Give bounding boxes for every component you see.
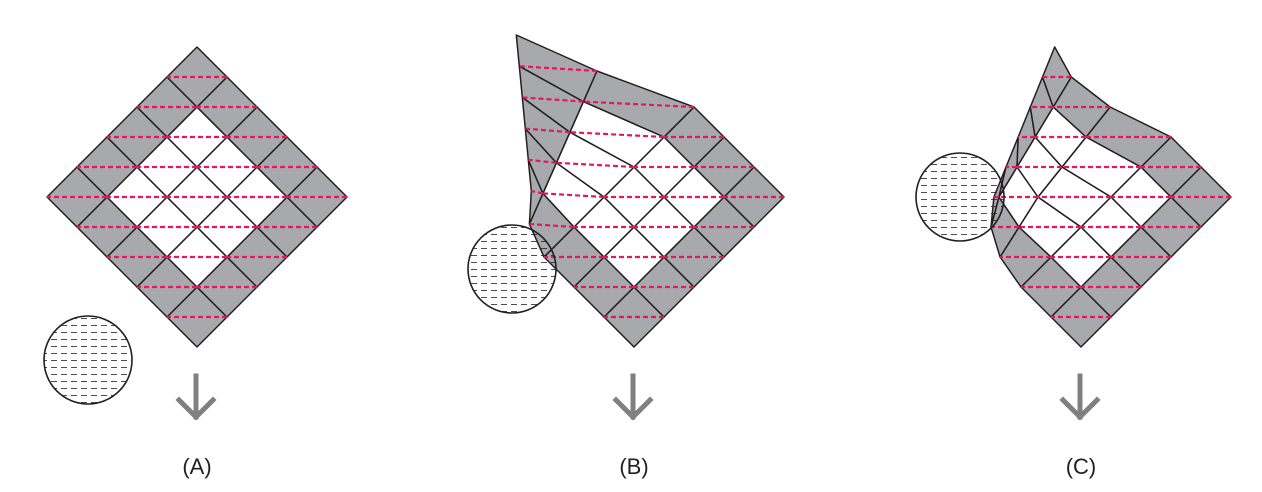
fold-line-b: [556, 161, 635, 169]
panel-b: (B): [467, 34, 785, 479]
fold-line-b: [583, 100, 695, 109]
hatched-circle-icon: [43, 315, 133, 405]
tile-sheet-c: [990, 46, 1232, 348]
disc-b: [467, 224, 557, 314]
disc-a: [43, 315, 133, 405]
fold-line-b: [519, 65, 597, 73]
down-arrow-icon: [175, 373, 217, 421]
fold-line-b: [528, 158, 557, 164]
fold-line-b: [522, 96, 584, 103]
hatched-circle-icon: [467, 224, 557, 314]
tile-sheet-b: [515, 34, 785, 348]
disc-c: [915, 152, 1005, 242]
panel-label-a: (A): [182, 454, 211, 479]
fold-line-b: [531, 189, 544, 195]
hatched-circle-icon: [915, 152, 1005, 242]
down-arrow-icon: [612, 373, 654, 421]
shaded-tile-c: [1041, 46, 1073, 108]
panel-c: (C): [915, 46, 1232, 479]
tile-sheet-a: [46, 46, 348, 348]
panel-a: (A): [43, 46, 348, 479]
panel-label-c: (C): [1066, 454, 1097, 479]
shaded-tile-a: [166, 46, 228, 108]
panel-label-b: (B): [619, 454, 648, 479]
down-arrow-icon: [1059, 373, 1101, 421]
fold-line-b: [542, 192, 605, 199]
